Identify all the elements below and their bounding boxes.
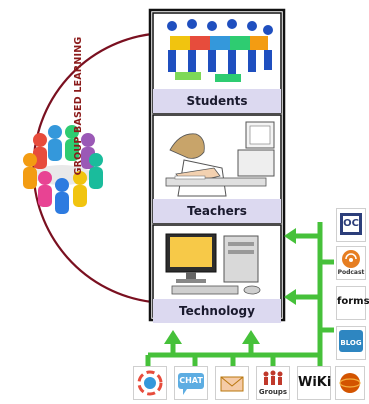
groups-icon: Groups xyxy=(256,366,290,400)
wiki-icon: WiKi xyxy=(297,366,331,400)
blog-icon: BLOG xyxy=(336,326,366,360)
technology-label: Technology xyxy=(179,304,255,318)
chat-icon: CHAT xyxy=(174,366,208,400)
computer-illustration xyxy=(165,233,261,295)
technology-label-bar xyxy=(153,299,281,323)
forms-icon-text: forms xyxy=(337,296,369,307)
diigo-icon xyxy=(133,366,167,400)
students-puzzle-illustration xyxy=(167,19,273,82)
arrow-heads xyxy=(164,228,296,344)
arrow-up-left xyxy=(164,330,182,344)
students-label: Students xyxy=(186,94,248,108)
group-circle-illustration xyxy=(23,125,103,214)
teachers-illustration xyxy=(165,121,275,197)
teachers-label: Teachers xyxy=(187,204,247,218)
podcast-icon-text: Podcast xyxy=(337,269,365,276)
arrow-left-upper xyxy=(284,228,296,244)
group-based-learning-label: GROUP BASED LEARNING xyxy=(73,36,84,176)
blog-icon-text: BLOG xyxy=(340,339,362,347)
wiki-icon-text: WiKi xyxy=(298,375,332,390)
arrow-left-lower xyxy=(284,289,296,305)
students-label-bar xyxy=(153,89,281,113)
arrow-network xyxy=(145,222,334,366)
podcast-icon: Podcast xyxy=(336,246,366,280)
envelope-icon xyxy=(215,366,249,400)
chat-icon-text: CHAT xyxy=(179,376,203,385)
teachers-label-bar xyxy=(153,199,281,223)
oc-icon-text: OC xyxy=(343,218,359,229)
groups-icon-text: Groups xyxy=(258,388,288,396)
oc-conference-icon: OC xyxy=(336,208,366,242)
arrow-up-right xyxy=(242,330,260,344)
globe-icon xyxy=(335,366,365,400)
forms-icon: forms xyxy=(336,286,369,320)
